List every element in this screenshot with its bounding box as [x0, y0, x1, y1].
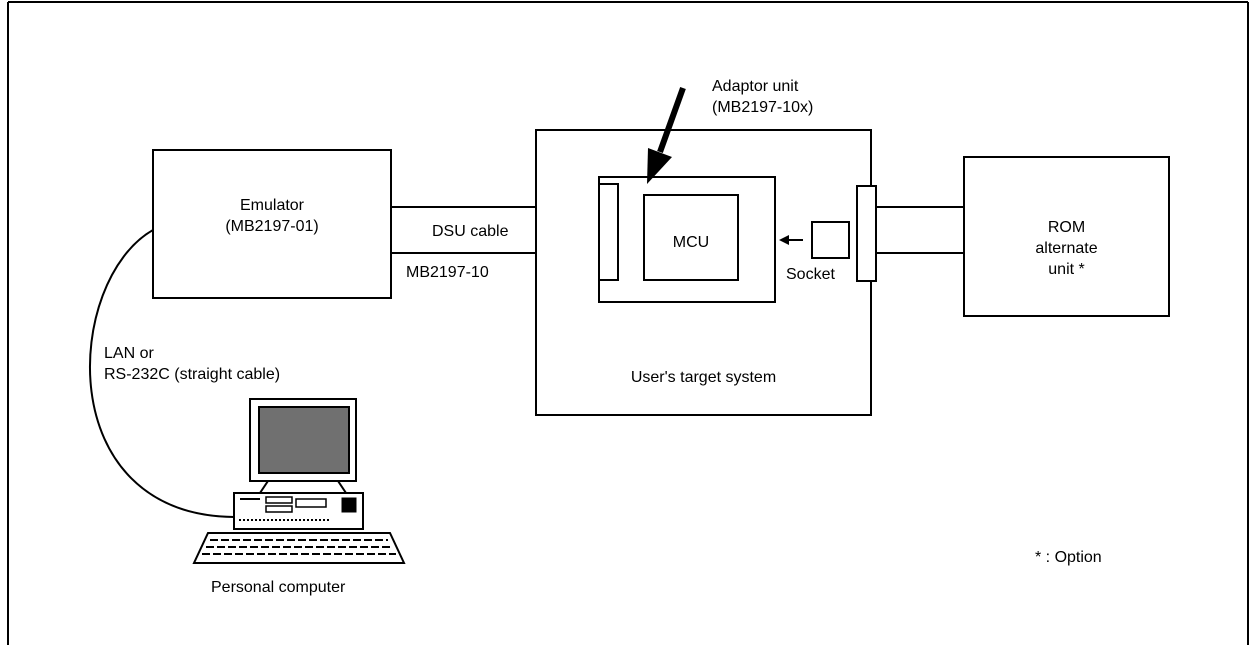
emulator-part-number: (MB2197-01) [225, 218, 319, 235]
adaptor-unit-label: Adaptor unit (MB2197-10x) [712, 76, 813, 118]
emulator-box [152, 149, 392, 299]
option-note: * : Option [1035, 549, 1102, 566]
personal-computer-icon [192, 398, 406, 564]
figure-frame [7, 1, 1249, 645]
lan-cable [88, 229, 235, 518]
emulator-name: Emulator [239, 197, 305, 214]
dsu-cable-part-number: MB2197-10 [406, 264, 489, 281]
rom-line-1: ROM [1047, 219, 1086, 236]
mcu-label: MCU [672, 234, 710, 251]
link-label: LAN or RS-232C (straight cable) [104, 343, 280, 385]
rom-alternate-unit-label: ROM alternate unit * [964, 217, 1169, 280]
mcu-box [643, 194, 739, 281]
rom-line-3: unit * [1048, 261, 1085, 278]
emulator-label: Emulator (MB2197-01) [153, 195, 391, 237]
rom-alternate-unit-box [963, 156, 1170, 317]
link-line-2: RS-232C (straight cable) [104, 366, 281, 383]
socket-box [811, 221, 850, 259]
adaptor-connector [598, 183, 619, 281]
rom-connector [856, 185, 877, 282]
socket-label: Socket [786, 266, 835, 283]
rom-line-2: alternate [1035, 240, 1098, 257]
rom-cable [871, 206, 965, 254]
target-system-label: User's target system [630, 369, 777, 386]
adaptor-pointer-arrow [647, 86, 686, 184]
adaptor-unit-name: Adaptor unit [712, 78, 799, 95]
link-line-1: LAN or [104, 345, 154, 362]
personal-computer-label: Personal computer [211, 579, 346, 596]
dsu-cable-label: DSU cable [432, 223, 509, 240]
adaptor-unit-part-number: (MB2197-10x) [712, 99, 814, 116]
socket-arrow [779, 235, 803, 245]
